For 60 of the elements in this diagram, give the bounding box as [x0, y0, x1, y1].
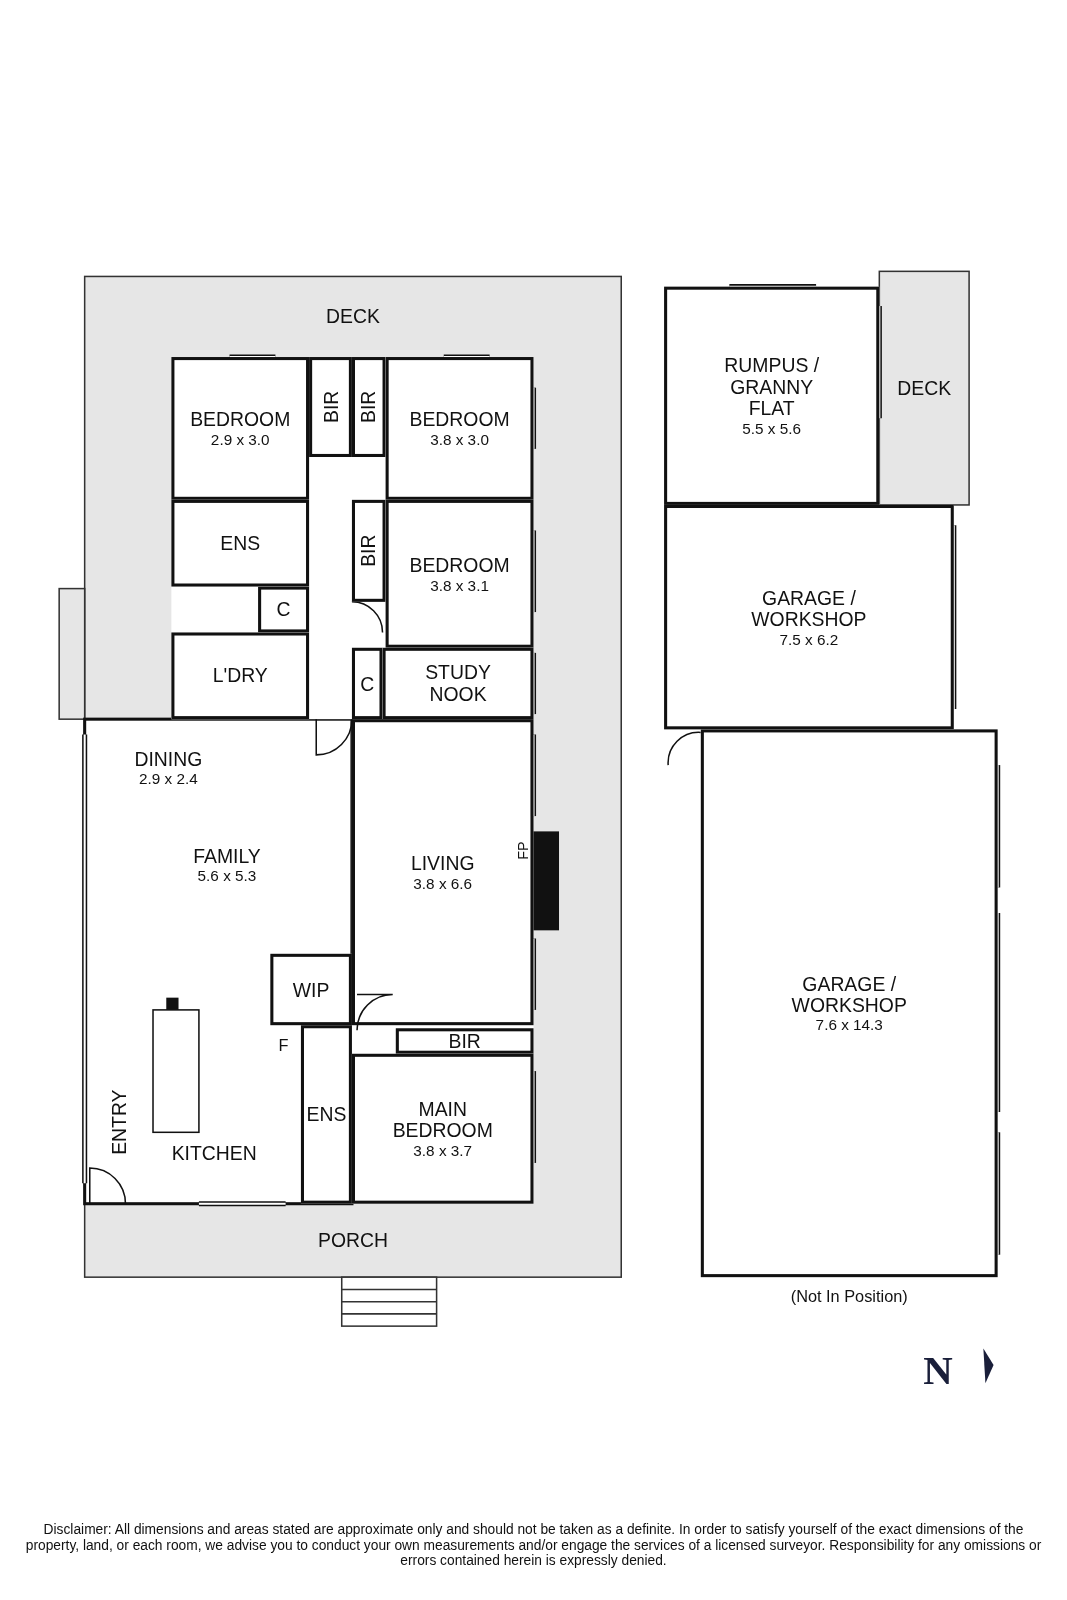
room-dimensions: 5.6 x 5.3: [197, 866, 257, 884]
note: (Not In Position): [789, 1287, 909, 1306]
room-name: BEDROOM: [190, 409, 291, 431]
room-name: LIVING: [410, 852, 475, 875]
room-name: BIR: [358, 534, 380, 567]
north-label: N: [923, 1346, 953, 1395]
room-name: BIR: [448, 1030, 481, 1052]
room: [664, 286, 880, 505]
room: [664, 504, 954, 730]
room: [395, 1028, 534, 1054]
room-dimensions: 3.8 x 6.6: [413, 874, 473, 892]
room-name: GARAGE / WORKSHOP: [790, 973, 908, 1016]
room-dimensions: 7.6 x 14.3: [815, 1016, 883, 1034]
room: [300, 1025, 352, 1204]
room: [351, 499, 386, 602]
room: [270, 953, 352, 1026]
room: [351, 357, 386, 457]
room: [309, 357, 352, 457]
room-name: C: [276, 598, 291, 621]
room-dimensions: 7.5 x 6.2: [779, 629, 839, 648]
room: [171, 499, 310, 587]
room-dimensions: 2.9 x 2.4: [138, 769, 198, 787]
room-name: STUDY NOOK: [424, 662, 492, 705]
room-dimensions: 2.9 x 3.0: [210, 430, 270, 448]
room-dimensions: 3.8 x 3.1: [430, 575, 489, 594]
room-name: WIP: [292, 978, 330, 1001]
room-name: L'DRY: [212, 665, 268, 687]
room: [171, 632, 310, 720]
disclaimer: Disclaimer: All dimensions and areas stated are approximate only and should not be taken as a definite. In order to satisfy yourself of the exact dimensions of the property, land, or each room, we advise you to conduct your own measurements and/or engage the services of a licensed surveyor. Responsibility for any omissions or errors contained herein is expressly denied.: [24, 1522, 1043, 1568]
room-name: BEDROOM: [409, 554, 510, 576]
room-name: ENS: [306, 1103, 347, 1126]
room-name: DECK: [897, 376, 952, 399]
room-name: PORCH: [317, 1228, 388, 1251]
room: [700, 729, 998, 1278]
room-name: C: [360, 672, 375, 695]
room: [351, 647, 383, 720]
room: [382, 647, 534, 720]
room-name: ENS: [220, 532, 261, 554]
room-name: GARAGE / WORKSHOP: [750, 587, 868, 630]
room: [258, 586, 310, 633]
room-name: FAMILY: [193, 845, 261, 867]
room-dimensions: 3.8 x 3.0: [430, 430, 489, 448]
fp-label: FP: [515, 841, 532, 860]
room-name: RUMPUS / GRANNY FLAT: [723, 355, 821, 420]
room: [351, 1053, 534, 1204]
room: [385, 499, 534, 648]
room: [385, 357, 534, 500]
room-name: ENTRY: [109, 1089, 131, 1155]
room-name: BEDROOM: [409, 409, 510, 431]
fridge-label: F: [278, 1036, 289, 1055]
room: [171, 357, 310, 500]
room-name: BIR: [358, 390, 380, 424]
room-dimensions: 5.5 x 5.6: [742, 419, 802, 437]
room-name: DECK: [326, 305, 380, 327]
room-name: DINING: [134, 748, 203, 770]
room-name: MAIN BEDROOM: [391, 1098, 494, 1142]
room-dimensions: 3.8 x 3.7: [413, 1141, 473, 1159]
room-name: BIR: [319, 390, 342, 424]
room-name: KITCHEN: [171, 1142, 257, 1164]
room: [351, 719, 534, 1026]
